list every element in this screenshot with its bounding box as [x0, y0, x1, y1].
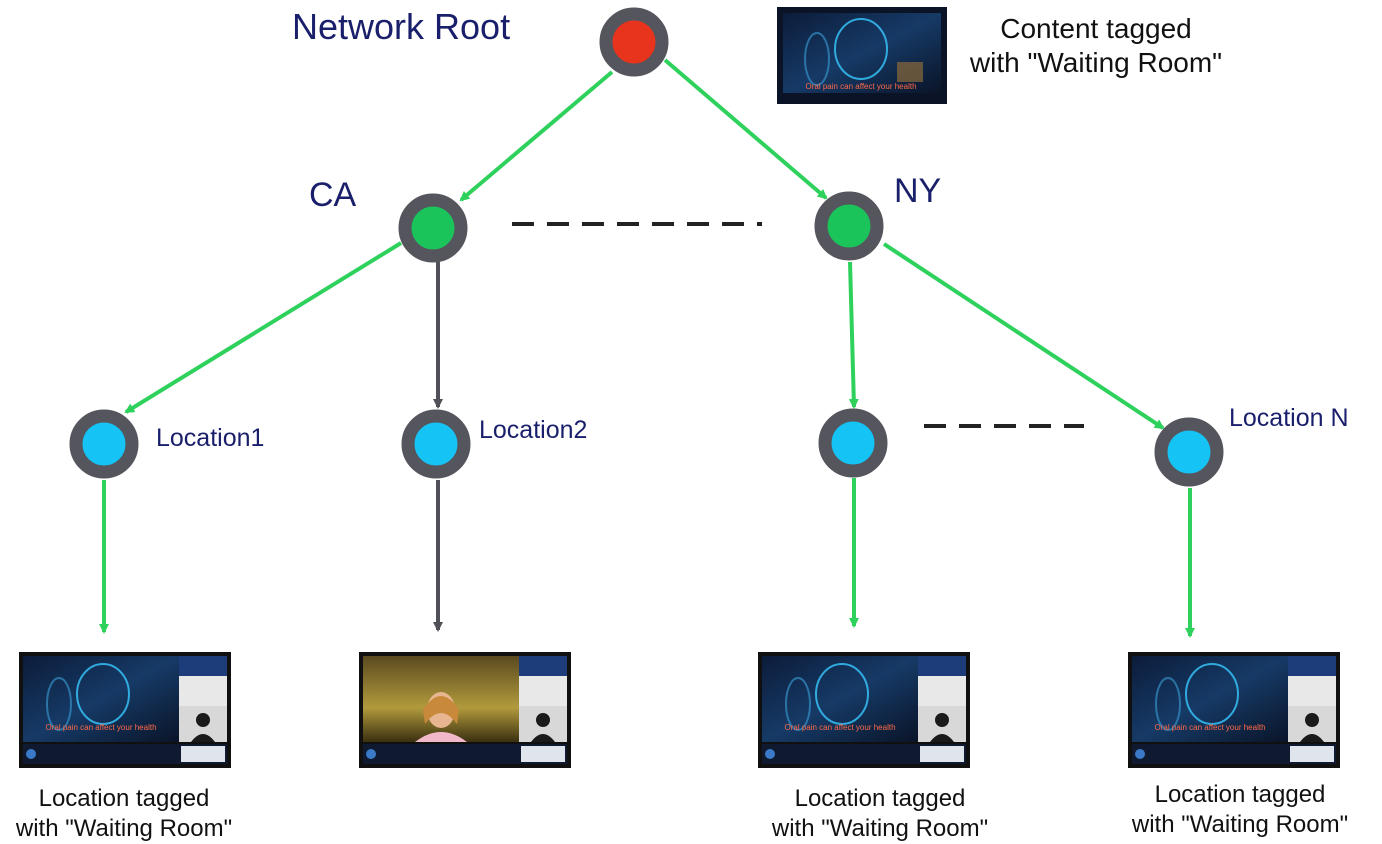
label-network-root: Network Root [292, 6, 511, 47]
screen-location-n: Oral pain can affect your health [1128, 652, 1340, 768]
caption-location1: Location tagged with "Waiting Room" [4, 784, 244, 844]
caption-location3: Location tagged with "Waiting Room" [760, 784, 1000, 844]
node-location-n [1154, 417, 1224, 487]
caption-content-tagged: Content tagged with "Waiting Room" [956, 12, 1236, 80]
label-location2: Location2 [479, 416, 588, 444]
node-location3 [818, 408, 888, 478]
node-ny [814, 191, 884, 261]
content-thumbnail: Oral pain can affect your health [777, 7, 947, 104]
screen-location1-slogan: Oral pain can affect your health [45, 723, 156, 732]
node-location2 [401, 409, 471, 479]
label-ny: NY [894, 172, 942, 210]
screen-location-n-slogan: Oral pain can affect your health [1154, 723, 1265, 732]
content-thumbnail-slogan: Oral pain can affect your health [805, 82, 916, 91]
caption-location-n-line1: Location tagged [1154, 781, 1326, 808]
caption-location-n-line2: with "Waiting Room" [1131, 811, 1349, 838]
label-location1: Location1 [156, 424, 265, 452]
screen-location2 [359, 652, 571, 768]
screen-location3: Oral pain can affect your health [758, 652, 970, 768]
caption-location3-line1: Location tagged [794, 785, 966, 812]
caption-content-line1: Content tagged [1000, 13, 1192, 44]
caption-location-n: Location tagged with "Waiting Room" [1120, 780, 1360, 840]
edge-ca-location1 [124, 241, 403, 414]
edge-ny-location3 [848, 261, 859, 409]
label-location-n: Location N [1229, 404, 1349, 432]
screen-location1: Oral pain can affect your health [19, 652, 231, 768]
caption-location1-line1: Location tagged [38, 785, 210, 812]
edge-root-ca [459, 70, 614, 202]
caption-location1-line2: with "Waiting Room" [15, 815, 233, 842]
screen-location3-slogan: Oral pain can affect your health [784, 723, 895, 732]
caption-location3-line2: with "Waiting Room" [771, 815, 989, 842]
caption-content-line2: with "Waiting Room" [969, 47, 1223, 78]
node-ca [398, 193, 468, 263]
edge-root-ny [663, 58, 828, 200]
node-network-root [599, 7, 669, 77]
label-ca: CA [309, 176, 357, 214]
edge-ny-locationN [882, 242, 1165, 430]
node-location1 [69, 409, 139, 479]
